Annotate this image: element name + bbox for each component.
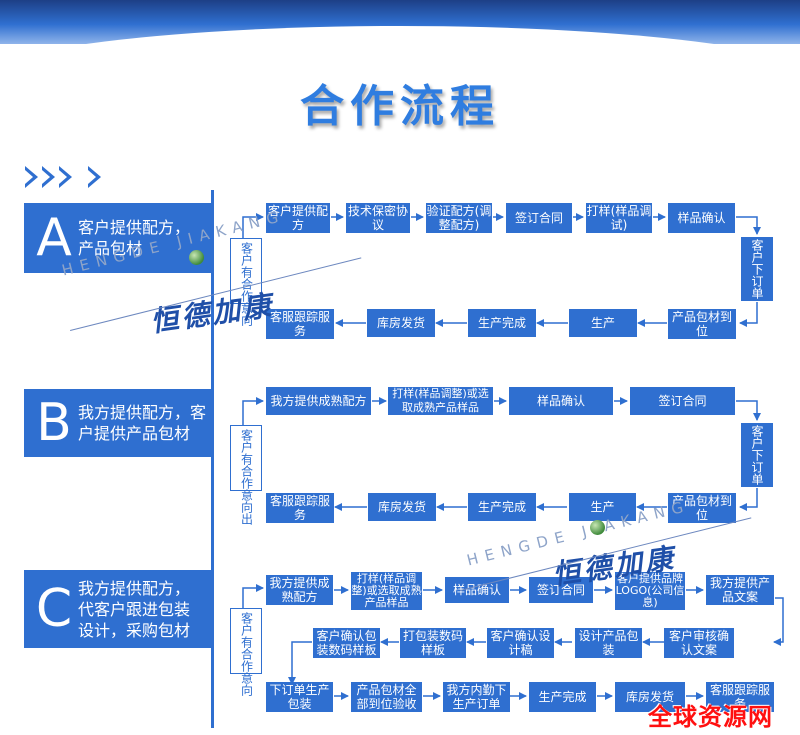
page-title: 合作流程 <box>300 81 500 132</box>
b-step-materials-ready: 产品包材到位 <box>668 493 736 523</box>
b-step-our-formula: 我方提供成熟配方 <box>266 387 371 415</box>
a-step-customer-service: 客服跟踪服务 <box>266 309 334 339</box>
c-step-brand-logo: 客户提供品牌LOGO(公司信息) <box>615 572 685 610</box>
section-a-start: 客户有合作意向 <box>230 238 262 326</box>
a-step-nda: 技术保密协议 <box>346 203 410 233</box>
b-step-customer-service: 客服跟踪服务 <box>266 493 334 523</box>
a-step-customer-order: 客户下订单 <box>741 237 773 301</box>
section-b-letter: B <box>36 393 72 453</box>
globe-logo-icon <box>189 250 204 265</box>
section-b-label-line1: 我方提供配方，客 <box>78 403 207 422</box>
section-divider-line <box>211 190 214 728</box>
c-step-order-packaging: 下订单生产包装 <box>266 682 333 712</box>
section-c-label-line1: 我方提供配方， <box>78 578 191 598</box>
c-step-sign-contract: 签订合同 <box>529 577 593 603</box>
section-b-label-line2: 户提供产品包材 <box>78 424 191 443</box>
c-step-sampling: 打样(样品调整)或选取成熟产品样品 <box>351 572 422 610</box>
section-a-label-line1: 客户提供配方， <box>78 218 191 237</box>
a-step-sample-confirm: 样品确认 <box>668 203 735 233</box>
b-step-sign-contract: 签订合同 <box>630 387 735 415</box>
section-a-label: A 客户提供配方， 产品包材 <box>24 203 212 273</box>
c-step-review-copy: 客户审核确认文案 <box>664 628 734 658</box>
a-step-production: 生产 <box>569 309 637 337</box>
a-step-customer-formula: 客户提供配方 <box>266 203 330 233</box>
a-step-sampling: 打样(样品调试) <box>586 203 652 233</box>
c-step-confirm-design: 客户确认设计稿 <box>487 628 554 658</box>
b-step-warehouse-ship: 库房发货 <box>368 493 436 521</box>
section-b-label: B 我方提供配方，客 户提供产品包材 <box>24 389 212 457</box>
a-step-warehouse-ship: 库房发货 <box>367 309 435 337</box>
site-watermark: 全球资源网 <box>648 703 773 731</box>
c-step-warehouse-ship: 库房发货 <box>615 682 685 712</box>
section-a-letter: A <box>36 208 72 268</box>
b-step-sampling: 打样(样品调整)或选取成熟产品样品 <box>388 387 493 415</box>
section-c-label-line3: 设计，采购包材 <box>78 620 191 640</box>
b-step-production-done: 生产完成 <box>468 493 536 521</box>
a-step-materials-ready: 产品包材到位 <box>668 309 736 339</box>
section-c-label: C 我方提供配方， 代客户跟进包装 设计，采购包材 <box>24 570 212 648</box>
c-step-production-order: 我方内勤下生产订单 <box>443 682 510 712</box>
c-step-confirm-proof: 客户确认包装数码样板 <box>313 628 380 658</box>
a-step-production-done: 生产完成 <box>468 309 536 337</box>
c-step-our-copy: 我方提供产品文案 <box>706 575 774 605</box>
section-a-label-line2: 产品包材 <box>78 239 143 258</box>
c-step-customer-service: 客服跟踪服务 <box>706 682 774 712</box>
a-step-sign-contract: 签订合同 <box>506 203 572 233</box>
c-step-production-done: 生产完成 <box>529 682 596 712</box>
b-step-production: 生产 <box>569 493 636 521</box>
c-step-digital-proof: 打包装数码样板 <box>400 628 466 658</box>
a-step-verify-formula: 验证配方(调整配方) <box>426 203 492 233</box>
section-c-label-line2: 代客户跟进包装 <box>78 599 191 619</box>
b-step-sample-confirm: 样品确认 <box>509 387 613 415</box>
b-step-customer-order: 客户下订单 <box>741 423 773 487</box>
section-c-letter: C <box>35 579 73 639</box>
c-step-our-formula: 我方提供成熟配方 <box>266 575 333 605</box>
c-step-materials-check: 产品包材全部到位验收 <box>351 682 422 712</box>
section-c-start: 客户有合作意向 <box>230 608 262 696</box>
globe-logo-icon-2 <box>590 520 605 535</box>
c-step-design-packaging: 设计产品包装 <box>575 628 642 658</box>
section-b-start: 客户有合作意向出 <box>230 425 262 525</box>
